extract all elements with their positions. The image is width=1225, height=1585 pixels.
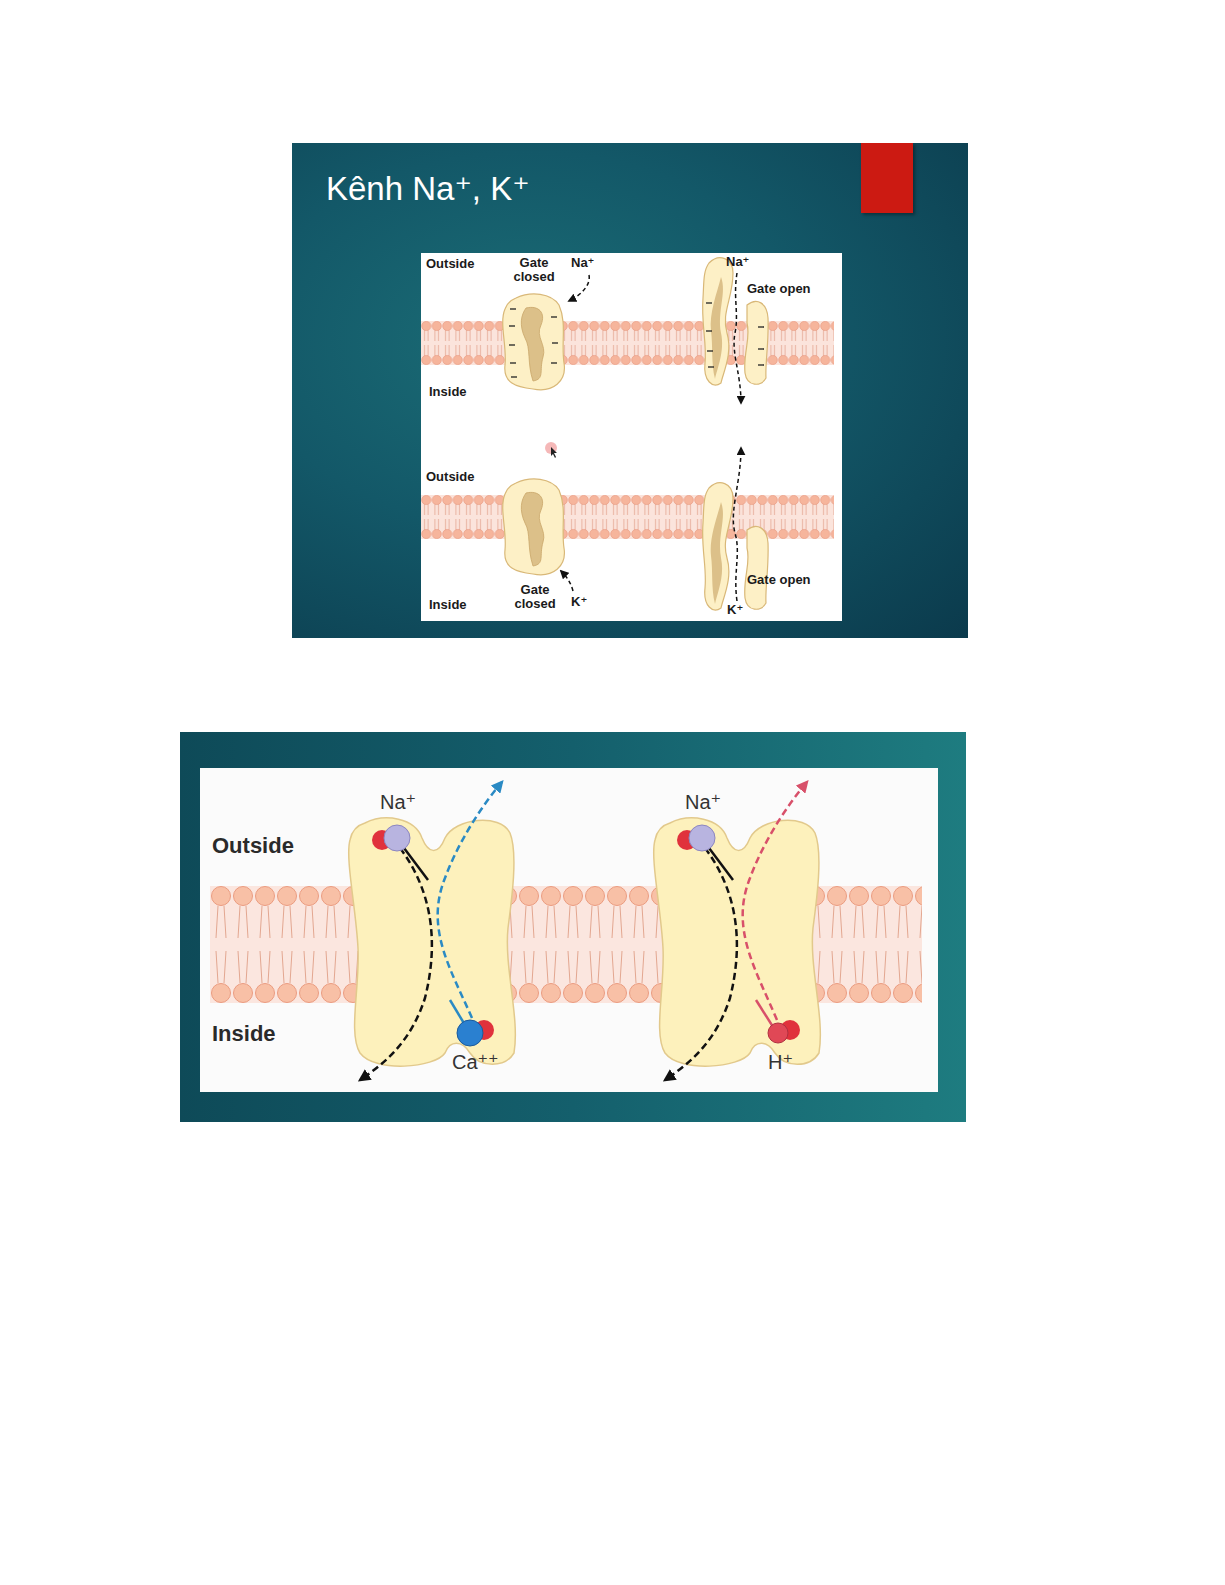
svg-line [758,364,764,365]
lipid-bilayer [421,495,834,539]
cursor-pointer [551,447,557,458]
slide-background: OutsideInside Na⁺ Ca⁺⁺ Na⁺ H⁺ [180,732,966,1122]
svg-line [510,362,516,363]
lipid-bilayer [421,321,834,365]
svg-line [758,326,764,327]
svg-line [509,325,515,326]
slide-title: Kênh Na⁺, K⁺ [326,169,530,208]
red-accent-bar [861,143,913,213]
svg-line [511,376,517,377]
ca-out-arrow [438,782,502,1018]
k-approach-arrow [561,571,573,591]
gate-state-label: Gate open [747,573,811,587]
ion-label: H⁺ [768,1052,793,1073]
svg-line [707,350,713,351]
ca-ion [457,1020,483,1046]
gate-state-label: Gate closed [507,256,561,283]
svg-line [551,316,557,317]
svg-line [706,302,712,303]
h-ion [768,1023,788,1043]
side-label: Inside [429,385,467,399]
ion-label: K⁺ [571,595,587,609]
k-flow-arrow [733,448,741,601]
ion-label: K⁺ [727,603,743,617]
na-in-arrow [665,848,737,1080]
svg-line [551,362,557,363]
side-label: Outside [426,257,474,271]
side-label: Inside [429,598,467,612]
negative-charges [509,309,558,377]
figure-panel: OutsideInside Na⁺ Ca⁺⁺ Na⁺ H⁺ [200,768,938,1092]
ion-label: Na⁺ [726,255,749,269]
svg-line [708,366,714,367]
figure-panel: OutsideGate closedNa⁺Na⁺Gate openInsideO… [421,253,842,621]
svg-line [510,308,516,309]
closed-na-channel [503,294,565,390]
gate-state-label: Gate open [747,282,811,296]
h-out-arrow [743,782,807,1020]
ion-label: Na⁺ [685,792,721,813]
open-na-channel [703,258,769,385]
svg-line [758,348,764,349]
side-label: Outside [426,470,474,484]
side-label: Outside [212,834,294,857]
na-approach-arrow [569,275,589,301]
na-flow-arrow [734,273,741,403]
svg-line [509,344,515,345]
na-ion [689,825,715,851]
closed-k-channel [503,479,565,575]
svg-line [552,342,558,343]
channel-illustration [421,253,842,621]
na-ion [384,825,410,851]
ion-label: Ca⁺⁺ [452,1052,499,1073]
ion-label: Na⁺ [380,792,416,813]
na-in-arrow [360,848,432,1080]
side-label: Inside [212,1022,276,1045]
svg-line [706,330,712,331]
exchanger-illustration [200,768,938,1092]
slide-background: Kênh Na⁺, K⁺ [292,143,968,638]
gate-state-label: Gate closed [508,583,562,610]
ion-label: Na⁺ [571,256,594,270]
